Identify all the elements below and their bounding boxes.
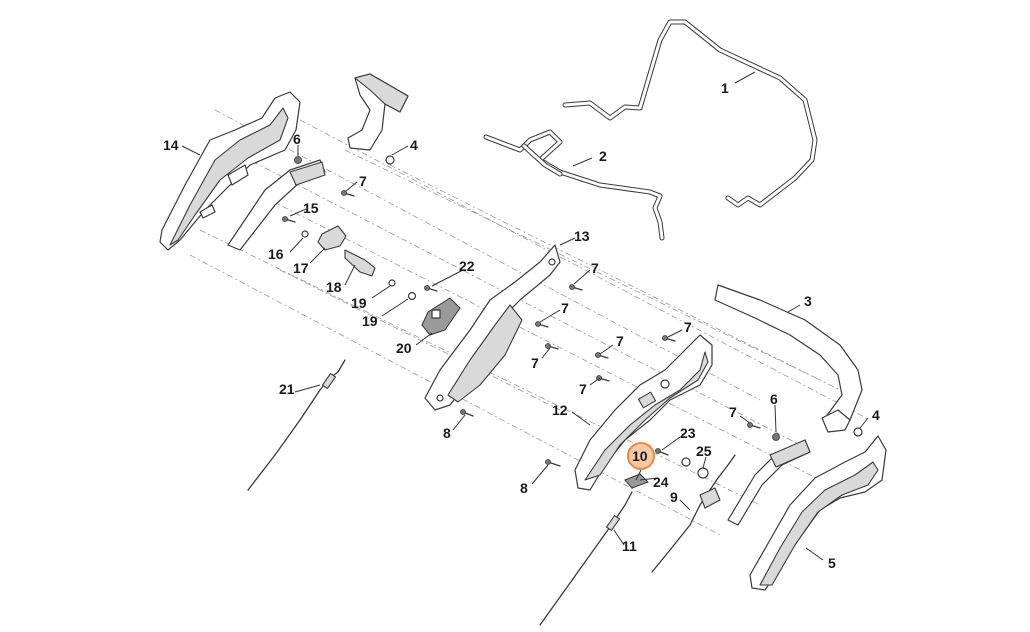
callout-18: 18	[326, 279, 342, 295]
part-3-right-grip	[714, 284, 863, 429]
right-inner-rail	[727, 439, 811, 526]
callout-4a: 4	[410, 137, 418, 153]
small-hardware	[294, 155, 863, 489]
callout-7e: 7	[616, 333, 624, 349]
callout-21: 21	[279, 381, 295, 397]
callout-11: 11	[622, 538, 637, 554]
part-18-spring	[344, 249, 376, 277]
callout-10[interactable]: 10	[632, 448, 648, 464]
highlight-marker[interactable]	[627, 442, 655, 470]
part-17-knob	[317, 225, 347, 251]
callout-17: 17	[293, 260, 309, 276]
callout-2: 2	[599, 148, 607, 164]
leader-lines	[181, 71, 869, 561]
callout-20: 20	[396, 340, 412, 356]
callout-7g: 7	[684, 319, 692, 335]
callout-8a: 8	[443, 425, 451, 441]
part-2-lower-handle	[483, 129, 665, 241]
callout-6b: 6	[770, 391, 778, 407]
part-14-left-cover	[159, 91, 301, 251]
part-11-right-cable	[539, 491, 633, 626]
callout-7h: 7	[729, 404, 737, 420]
right-top-bracket	[821, 409, 851, 433]
part-9-cable	[651, 454, 736, 573]
callout-15: 15	[303, 200, 319, 216]
callout-1: 1	[721, 80, 729, 96]
part-5-right-cover	[749, 435, 887, 591]
callout-7d: 7	[531, 355, 539, 371]
part-21-left-cable	[247, 359, 346, 491]
callout-4b: 4	[872, 407, 880, 423]
screws	[282, 190, 761, 467]
part-1-upper-handle	[562, 19, 818, 208]
callout-16: 16	[268, 246, 284, 262]
left-inner-rail	[227, 159, 326, 251]
callout-3: 3	[804, 293, 812, 309]
callout-8b: 8	[520, 480, 528, 496]
callout-9: 9	[670, 489, 678, 505]
part-13-middle-cover	[424, 244, 561, 411]
callout-7b: 7	[591, 260, 599, 276]
callout-22: 22	[459, 258, 475, 274]
callout-19a: 19	[351, 295, 367, 311]
assembly-guide-lines	[189, 109, 871, 536]
callout-24: 24	[653, 474, 669, 490]
callout-25: 25	[696, 443, 712, 459]
callout-19b: 19	[362, 313, 378, 329]
callout-12: 12	[552, 402, 568, 418]
callout-5: 5	[828, 555, 836, 571]
callout-7c: 7	[561, 300, 569, 316]
callout-13: 13	[574, 228, 590, 244]
callout-6a: 6	[293, 131, 301, 147]
left-top-bracket	[347, 73, 409, 151]
part-12-right-cover	[574, 334, 713, 491]
callout-23: 23	[680, 425, 696, 441]
callout-14: 14	[163, 137, 179, 153]
callout-7f: 7	[579, 381, 587, 397]
callout-7a: 7	[359, 173, 367, 189]
part-20-switch-block	[421, 297, 461, 336]
callout-labels: 1 2 3 4 4 5 6 6 7 7 7 7 7 7 7 7 8 8 9 10…	[163, 80, 880, 571]
